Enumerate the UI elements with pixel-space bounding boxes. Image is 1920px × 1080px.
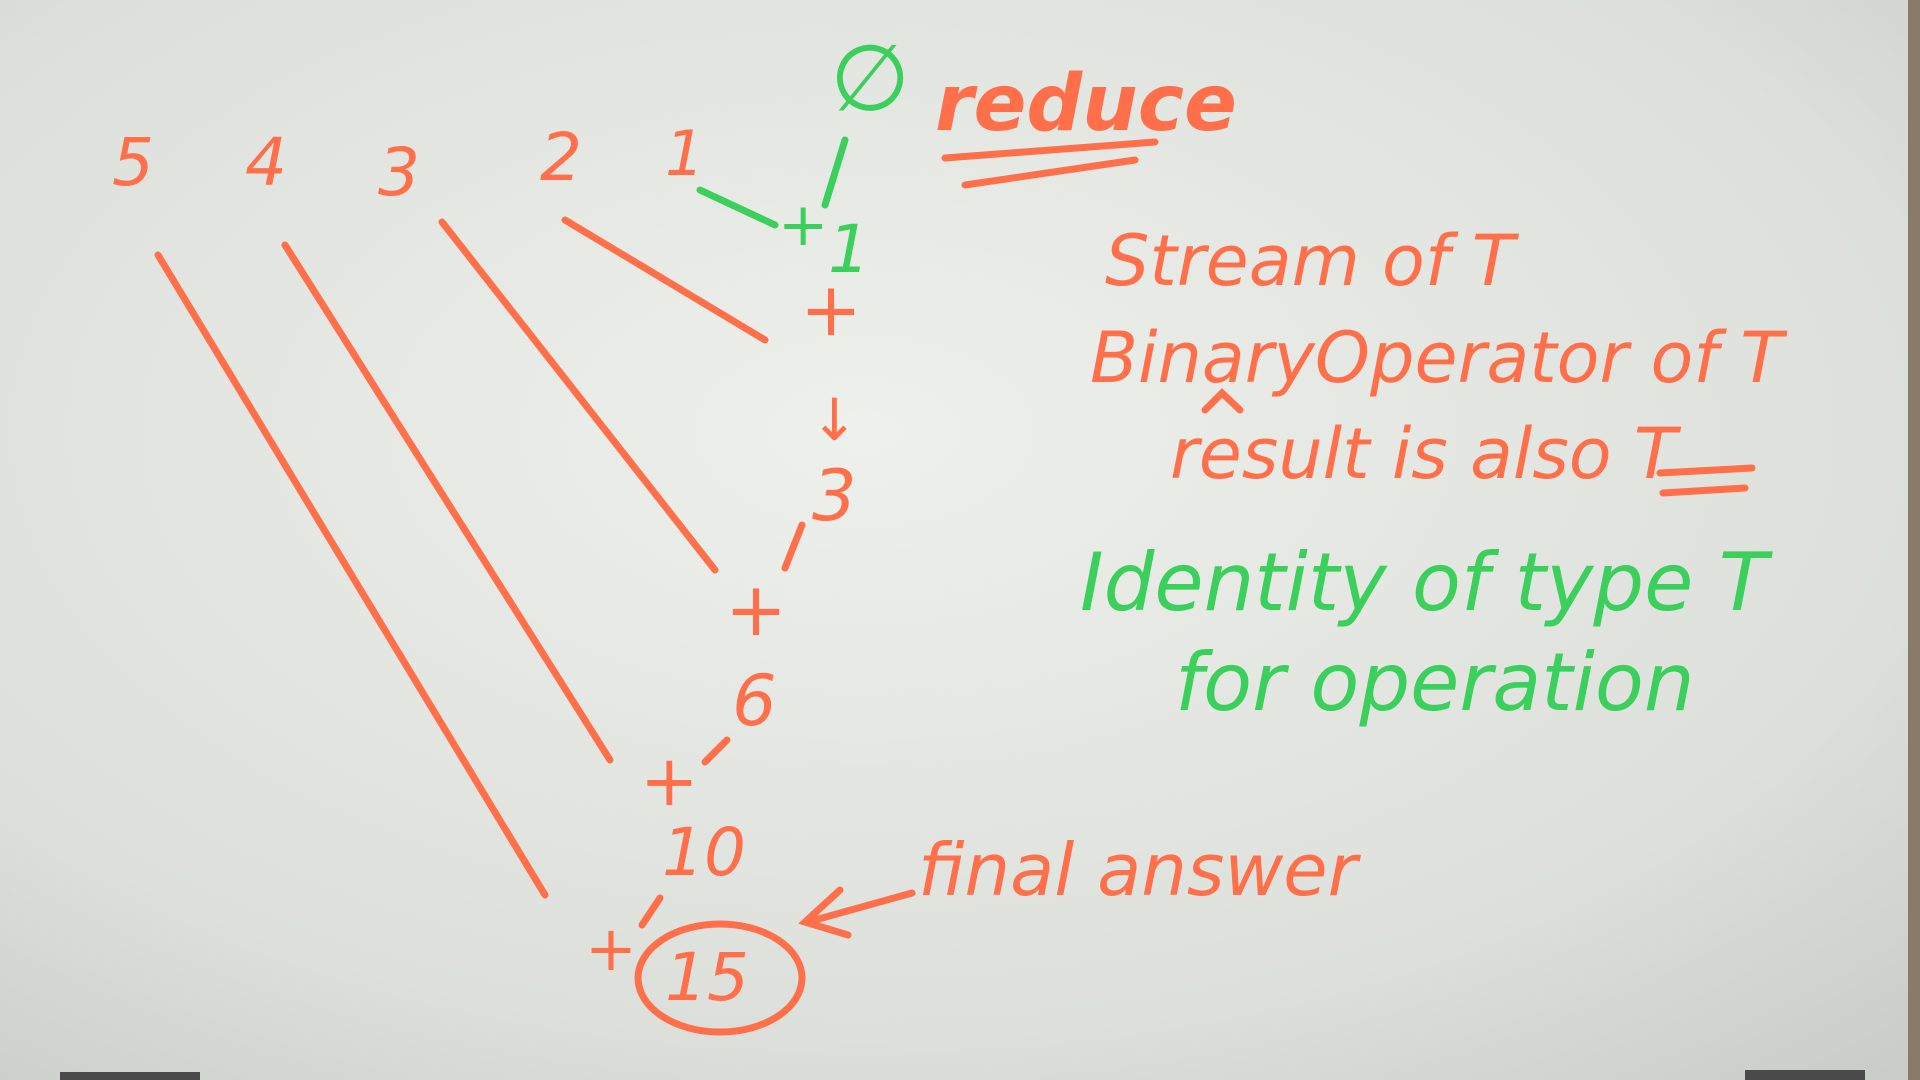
plus-5: +	[585, 912, 637, 985]
input-4-line	[281, 241, 614, 764]
note-stream: Stream of T	[1105, 220, 1520, 302]
input-5-line	[154, 251, 549, 899]
input-3-line	[438, 218, 719, 574]
title-reduce: reduce	[935, 59, 1237, 149]
input-2: 2	[540, 119, 582, 196]
input-1: 1	[665, 117, 704, 190]
board-frame-edge	[1908, 0, 1920, 1080]
plus-4: +	[640, 740, 699, 822]
title-underline-2	[961, 156, 1139, 189]
arrow-down: ↓	[810, 386, 859, 454]
partial-10: 10	[662, 814, 746, 891]
t-underline-1	[1656, 464, 1756, 477]
note-binary-operator: BinaryOperator of T	[1090, 317, 1788, 399]
connector-10	[638, 894, 664, 929]
plus-2: +	[800, 267, 862, 353]
board-bottom-edge-right	[1745, 1070, 1865, 1080]
result-value: 15	[665, 939, 749, 1016]
identity-symbol: ∅	[830, 25, 910, 132]
connector-6	[701, 736, 731, 766]
identity-connector	[821, 136, 849, 209]
result-circle	[634, 920, 806, 1036]
plus-1: +	[778, 190, 828, 260]
board-bottom-edge-left	[60, 1072, 200, 1080]
input-5: 5	[112, 124, 154, 201]
input-4: 4	[245, 124, 287, 201]
result-arrow-head	[798, 886, 852, 939]
connector-3	[781, 521, 806, 572]
plus-3: +	[725, 567, 787, 653]
result-arrow-shaft	[811, 889, 916, 924]
partial-3: 3	[812, 455, 857, 537]
note-identity: Identity of type T	[1080, 536, 1774, 629]
caret-mark	[1201, 388, 1244, 414]
partial-1: 1	[828, 211, 870, 288]
final-answer-label: final answer	[918, 828, 1362, 912]
partial-6: 6	[732, 660, 777, 742]
title-underline-1	[941, 138, 1159, 162]
input-3: 3	[378, 134, 420, 211]
note-for-operation: for operation	[1175, 636, 1695, 729]
t-underline-2	[1659, 484, 1749, 497]
input-1-connector	[696, 186, 779, 229]
input-2-line	[561, 216, 769, 344]
note-result: result is also T	[1170, 413, 1682, 495]
